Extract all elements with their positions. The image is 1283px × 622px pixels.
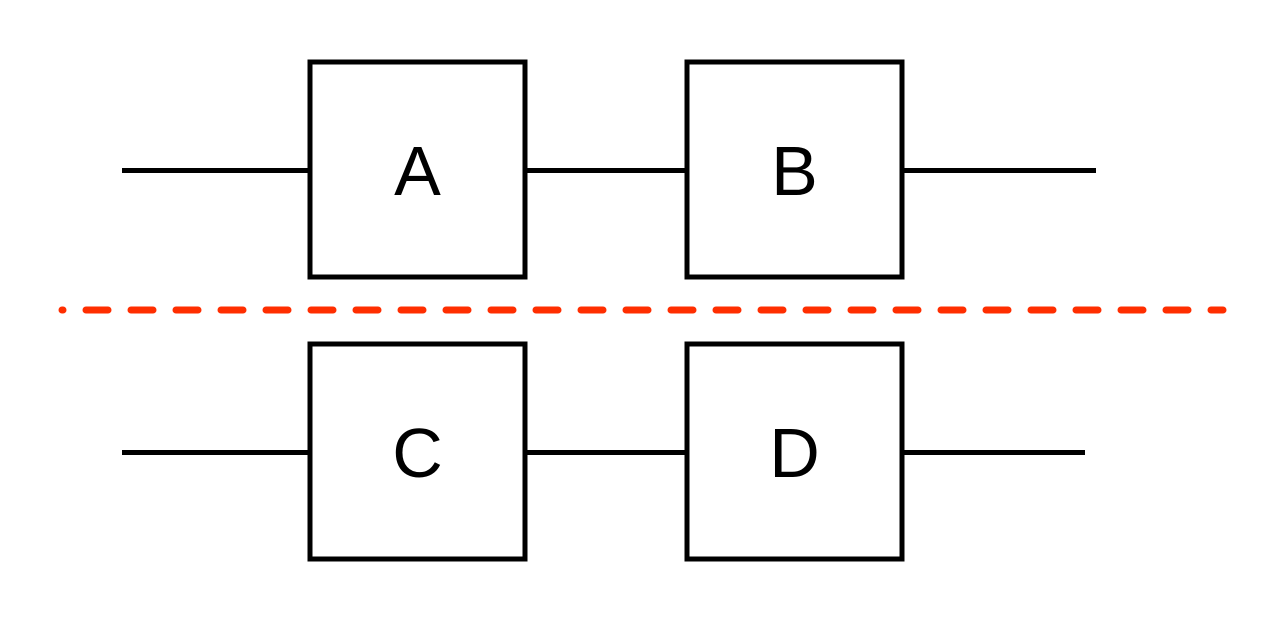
block-d-label: D — [769, 414, 820, 492]
block-c-label: C — [392, 414, 443, 492]
row-top: A B — [122, 59, 1096, 280]
block-c — [307, 341, 528, 562]
row-bottom: C D — [122, 341, 1085, 562]
block-b — [684, 59, 905, 280]
block-a-label: A — [394, 132, 441, 210]
block-d — [684, 341, 905, 562]
block-b-label: B — [771, 132, 818, 210]
